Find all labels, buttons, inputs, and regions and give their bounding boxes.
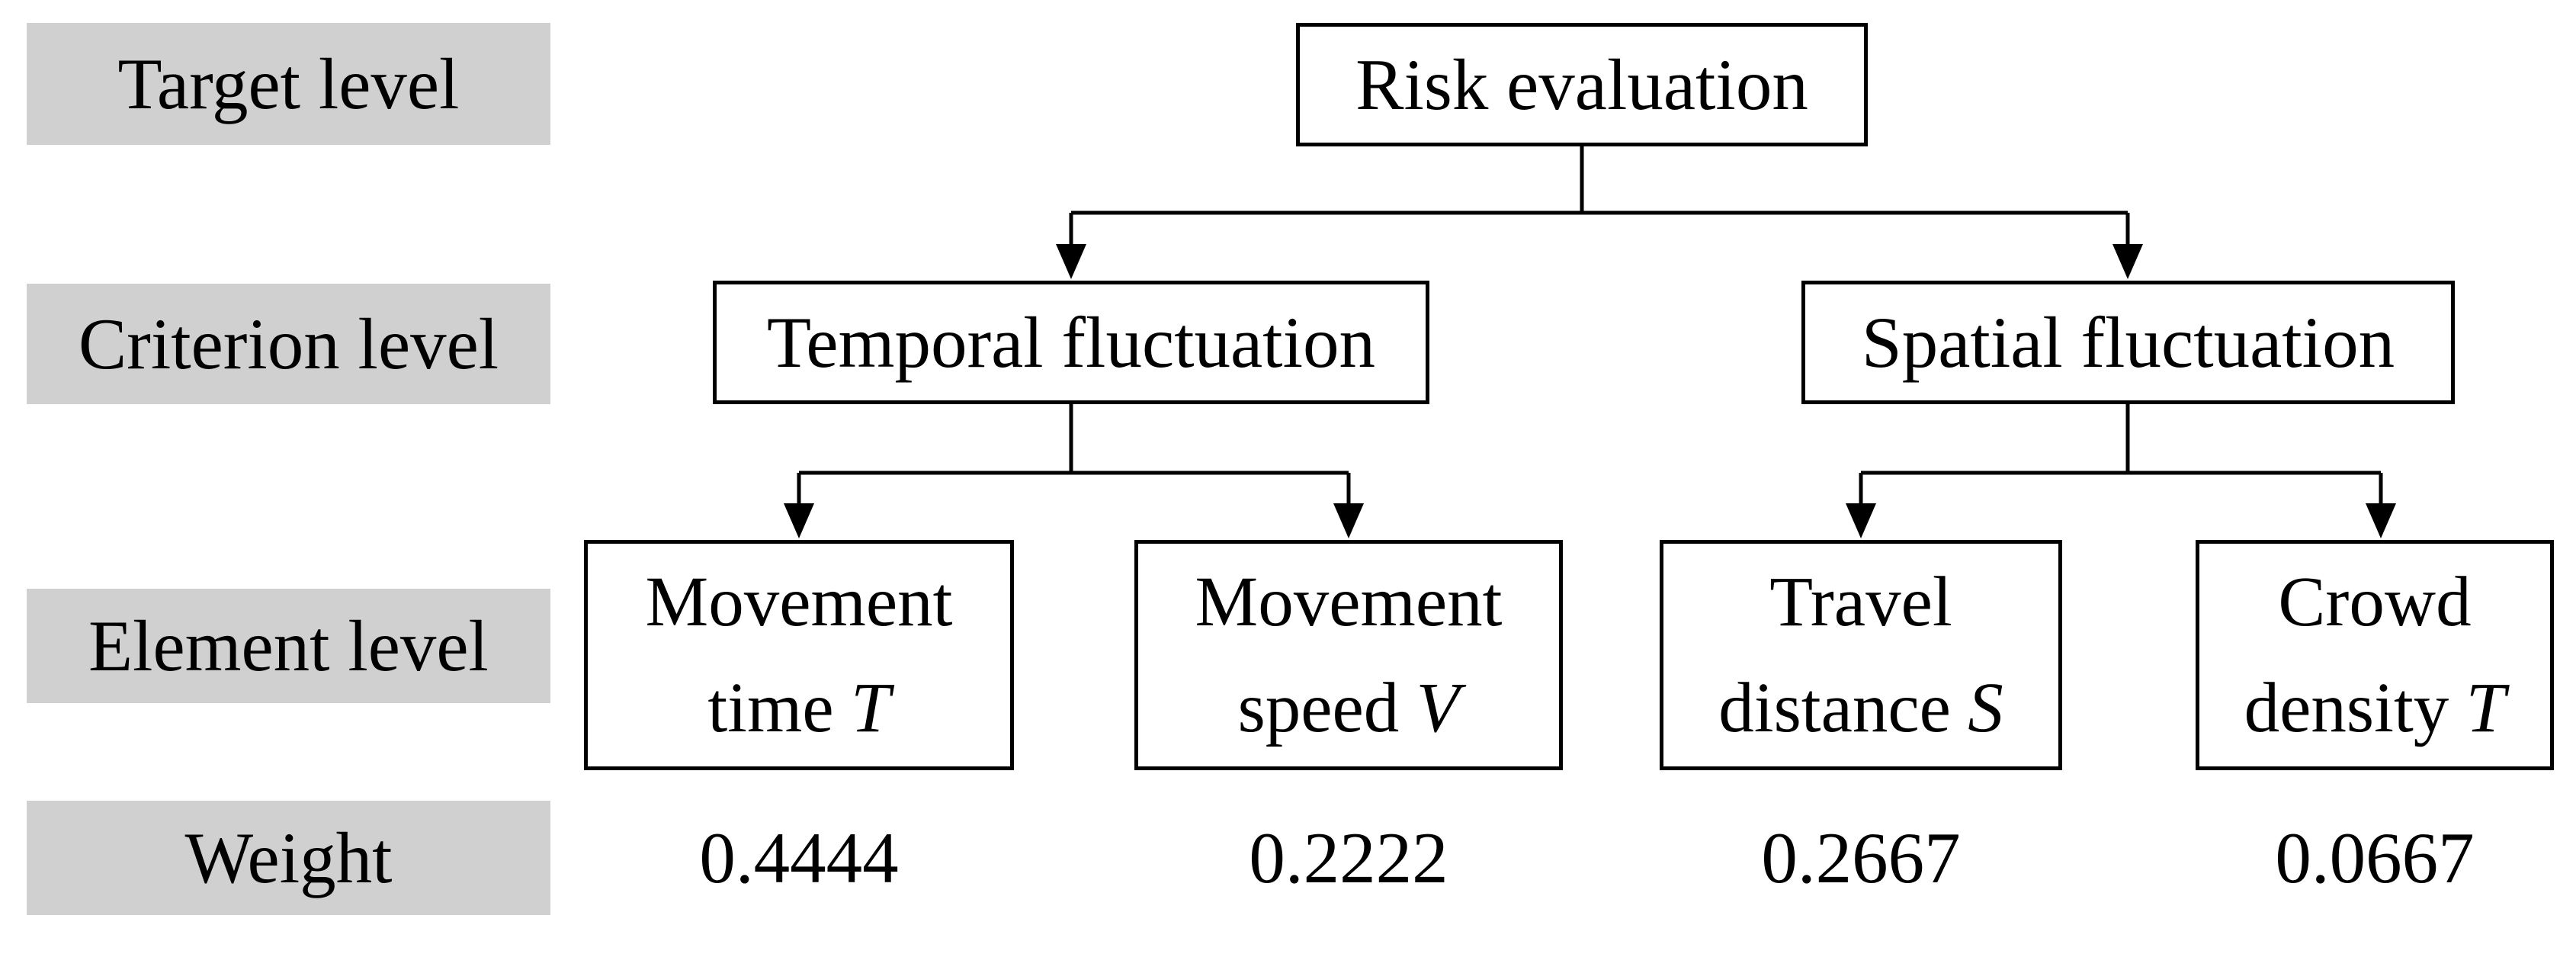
row-label-weight: Weight	[27, 801, 550, 915]
node-spatial-fluctuation: Spatial fluctuation	[1801, 281, 2455, 404]
node-label-word: speed	[1237, 669, 1400, 747]
node-label-word: density	[2244, 669, 2449, 747]
weight-value-movement-speed: 0.2222	[1249, 817, 1448, 898]
weight-value-travel-distance: 0.2667	[1761, 817, 1961, 898]
arrowhead-spatial	[2112, 244, 2143, 279]
arrowhead-travel-distance	[1846, 503, 1876, 538]
variable-symbol: T	[850, 669, 890, 747]
row-label-target-level: Target level	[27, 23, 550, 145]
arrowhead-movement-time	[784, 503, 814, 538]
node-risk-evaluation: Risk evaluation	[1296, 23, 1868, 146]
node-label-line1: Crowd	[2278, 562, 2472, 641]
node-label-line1: Movement	[645, 562, 953, 641]
node-temporal-fluctuation: Temporal fluctuation	[713, 281, 1429, 404]
row-label-criterion-level: Criterion level	[27, 284, 550, 404]
variable-symbol: S	[1968, 669, 2003, 747]
weight-value-movement-time: 0.4444	[699, 817, 899, 898]
variable-symbol: T	[2465, 669, 2506, 747]
arrowhead-crowd-density	[2366, 503, 2396, 538]
row-label-element-level: Element level	[27, 589, 550, 703]
variable-symbol: V	[1416, 669, 1460, 747]
node-label-word: time	[707, 669, 834, 747]
arrowhead-temporal	[1056, 244, 1086, 279]
node-label-word: distance	[1718, 669, 1951, 747]
node-label-line1: Travel	[1769, 562, 1952, 641]
arrowhead-movement-speed	[1333, 503, 1364, 538]
node-label-line1: Movement	[1195, 562, 1503, 641]
weight-value-crowd-density: 0.0667	[2275, 817, 2475, 898]
